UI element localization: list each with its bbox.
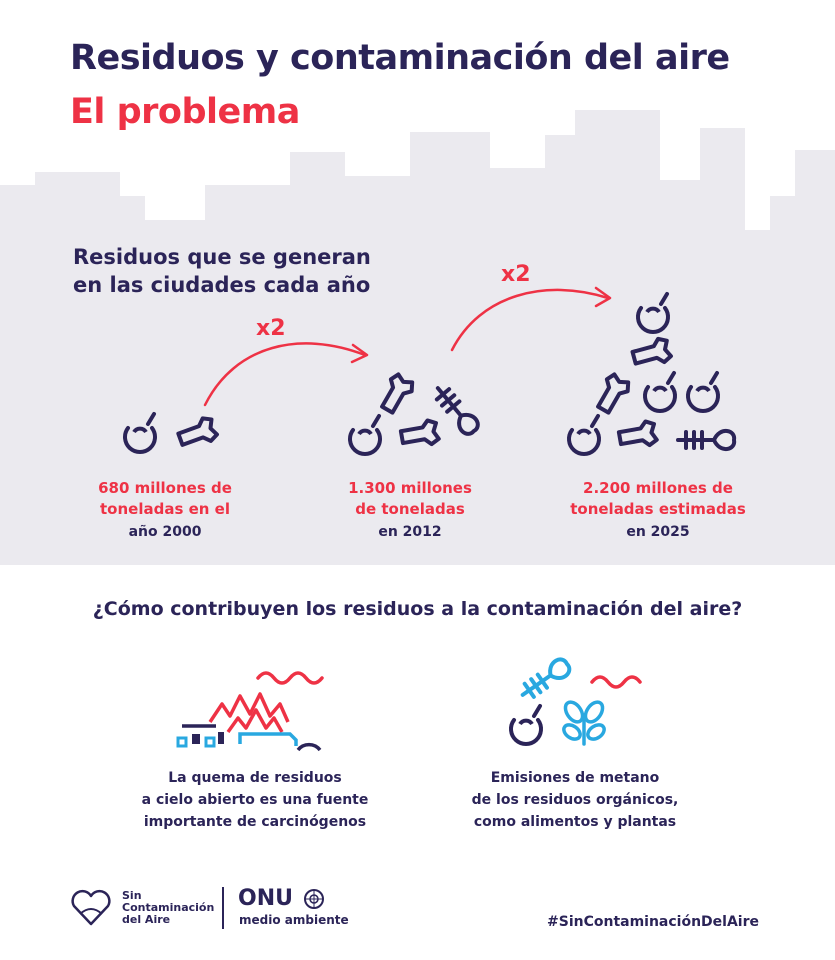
multiplier-label: x2 xyxy=(256,316,286,341)
burning-waste-icon xyxy=(176,671,324,752)
year-2000: año 2000 xyxy=(128,524,202,540)
fish-icon xyxy=(428,380,483,440)
stat-2012: 1.300 millones de toneladas xyxy=(348,479,472,518)
stat-2025: 2.200 millones de toneladas estimadas xyxy=(570,479,746,518)
campaign-logo-text: Sin Contaminación del Aire xyxy=(122,889,215,926)
arrow-2012-2025 xyxy=(450,288,610,352)
page-subtitle: El problema xyxy=(70,92,300,132)
apple-icon xyxy=(348,414,382,456)
org-subtitle: medio ambiente xyxy=(239,913,349,927)
footer-divider xyxy=(222,887,224,929)
apple-icon xyxy=(123,412,157,454)
bottle-icon xyxy=(590,370,634,418)
heart-logo-icon xyxy=(71,889,111,926)
un-emblem-icon xyxy=(304,889,324,909)
apple-icon xyxy=(686,371,720,413)
fish-icon xyxy=(676,428,737,452)
apple-icon xyxy=(643,371,677,413)
multiplier-label: x2 xyxy=(501,262,531,287)
bottle-icon xyxy=(397,417,442,451)
organic-waste-icon xyxy=(509,657,642,746)
bottle-icon xyxy=(174,413,221,453)
stat-2000: 680 millones de toneladas en el xyxy=(98,479,232,518)
apple-icon xyxy=(636,292,670,334)
page-title: Residuos y contaminación del aire xyxy=(70,38,730,78)
year-2012: en 2012 xyxy=(378,524,442,540)
arrow-2000-2012 xyxy=(203,342,367,407)
growth-arrows xyxy=(203,286,612,407)
year-2025: en 2025 xyxy=(626,524,690,540)
org-name: ONU xyxy=(238,886,293,911)
bottle-icon xyxy=(615,418,660,452)
apple-icon xyxy=(567,414,601,456)
caption-burning: La quema de residuos a cielo abierto es … xyxy=(141,770,369,830)
contribution-question: ¿Cómo contribuyen los residuos a la cont… xyxy=(92,598,743,620)
caption-methane: Emisiones de metano de los residuos orgá… xyxy=(471,770,679,830)
bottle-icon xyxy=(628,334,674,372)
generation-heading: Residuos que se generan en las ciudades … xyxy=(73,245,371,297)
campaign-hashtag: #SinContaminaciónDelAire xyxy=(547,914,760,930)
waste-icons xyxy=(123,292,737,456)
bottle-icon xyxy=(374,370,418,418)
